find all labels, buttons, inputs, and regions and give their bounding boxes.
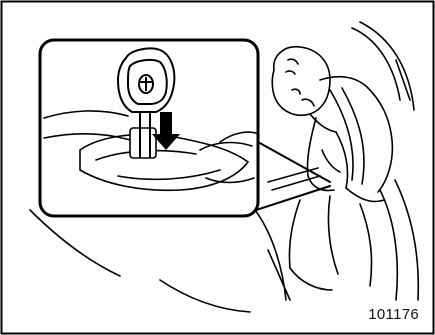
figure-id-label: 101176 xyxy=(368,306,419,323)
inset-detail-panel xyxy=(40,40,258,216)
release-button xyxy=(130,128,156,158)
